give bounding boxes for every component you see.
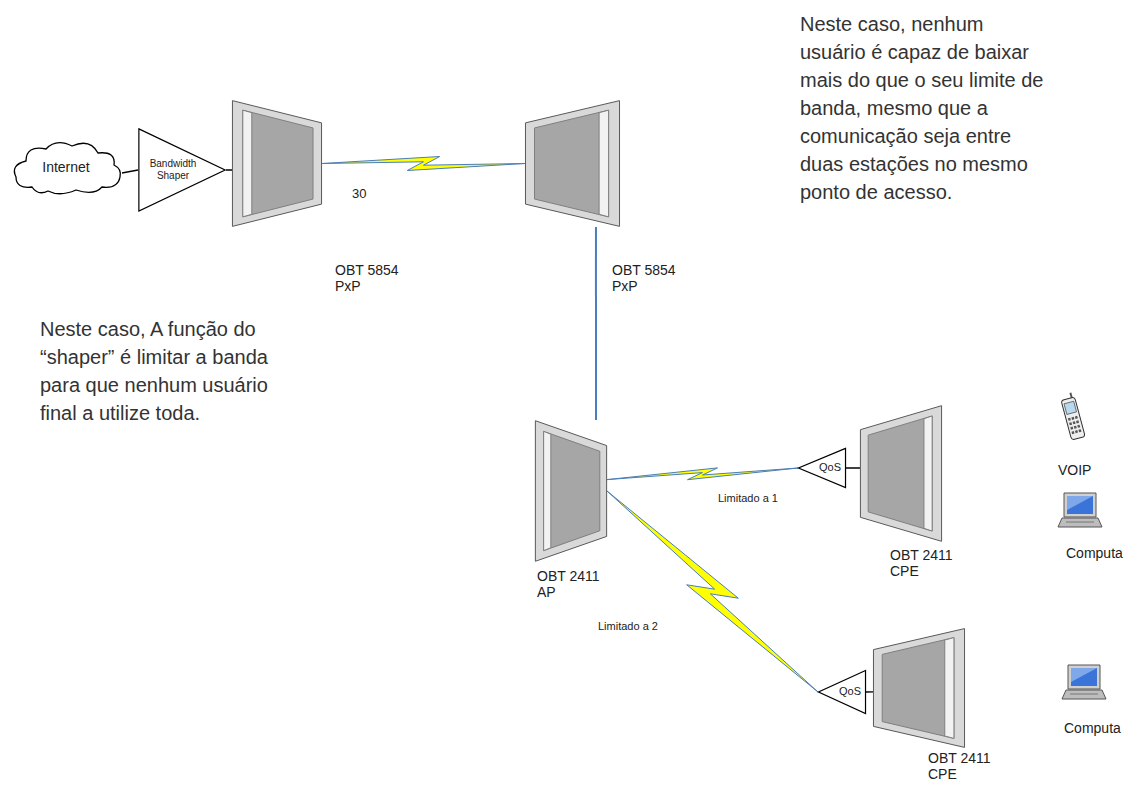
node-text: Internet bbox=[10, 159, 122, 175]
phone-icon: VOIP bbox=[1058, 393, 1088, 443]
antenna-face bbox=[535, 110, 609, 217]
phone-key bbox=[1068, 418, 1071, 421]
phone-key bbox=[1075, 430, 1078, 433]
triangle-outline bbox=[139, 129, 225, 211]
antenna-edge bbox=[599, 110, 609, 217]
wire-link bbox=[122, 170, 138, 173]
phone-key bbox=[1077, 425, 1080, 428]
node-text: QoS bbox=[836, 685, 864, 698]
device-label: OBT 5854 PxP bbox=[335, 262, 407, 294]
antenna-face bbox=[243, 110, 313, 217]
node-text: QoS bbox=[816, 461, 844, 474]
antenna-frame bbox=[860, 406, 941, 542]
device-label: OBT 2411 CPE bbox=[928, 750, 1000, 782]
laptop-icon: Computa bbox=[1062, 662, 1106, 704]
antenna-edge bbox=[243, 110, 252, 217]
phone-body bbox=[1060, 392, 1085, 440]
wireless-link bbox=[607, 491, 818, 692]
node-outline bbox=[525, 100, 620, 227]
phone-key bbox=[1076, 420, 1079, 423]
antenna-panel: OBT 2411 CPE bbox=[860, 405, 942, 542]
link-label: Limitado a 1 bbox=[716, 492, 780, 504]
node-outline bbox=[1058, 490, 1102, 532]
node-outline bbox=[860, 405, 942, 542]
node-outline bbox=[1058, 393, 1088, 443]
laptop-screen bbox=[1071, 668, 1097, 686]
note-text: Neste caso, A função do “shaper” é limit… bbox=[40, 315, 295, 427]
laptop-base bbox=[1058, 518, 1102, 527]
cable-link bbox=[595, 227, 597, 420]
link-label: Limitado a 2 bbox=[596, 620, 660, 632]
wire-link bbox=[846, 467, 860, 468]
device-label: OBT 2411 AP bbox=[537, 568, 609, 600]
device-label: VOIP bbox=[1058, 462, 1118, 478]
phone-key bbox=[1075, 416, 1078, 419]
antenna-frame bbox=[232, 101, 321, 227]
laptop-lid bbox=[1064, 493, 1096, 517]
device-label: OBT 5854 PxP bbox=[612, 262, 684, 294]
node-text: Bandwidth Shaper bbox=[145, 158, 201, 182]
antenna-edge bbox=[945, 638, 954, 739]
antenna-panel: OBT 2411 AP bbox=[535, 420, 607, 562]
wireless-link bbox=[607, 468, 798, 480]
node-outline bbox=[232, 100, 322, 227]
link-label: 30 bbox=[350, 186, 368, 201]
antenna-edge bbox=[544, 431, 551, 550]
laptop-lid bbox=[1068, 665, 1100, 689]
laptop-glare bbox=[1067, 496, 1093, 510]
antenna-panel: OBT 2411 CPE bbox=[873, 628, 965, 748]
triangle-outline bbox=[818, 670, 865, 713]
note-text: Neste caso, nenhum usuário é capaz de ba… bbox=[800, 10, 1045, 206]
phone-screen bbox=[1064, 401, 1077, 414]
shaper-triangle: Bandwidth Shaper bbox=[138, 128, 226, 212]
phone-case bbox=[1061, 397, 1085, 440]
laptop-icon: Computa bbox=[1058, 490, 1102, 532]
device-label: OBT 2411 CPE bbox=[890, 547, 962, 579]
phone-key bbox=[1071, 431, 1074, 434]
laptop-glare bbox=[1071, 668, 1097, 682]
wire-link bbox=[226, 169, 232, 170]
antenna-panel: OBT 5854 PxP bbox=[232, 100, 322, 227]
node-outline bbox=[535, 420, 607, 562]
phone-key bbox=[1070, 427, 1073, 430]
node-outline bbox=[873, 628, 965, 748]
antenna-frame bbox=[525, 101, 619, 227]
laptop-screen bbox=[1067, 496, 1093, 514]
phone-key bbox=[1071, 417, 1074, 420]
antenna-edge bbox=[924, 416, 932, 531]
device-label: Computa bbox=[1064, 720, 1136, 736]
wireless-link bbox=[322, 157, 525, 171]
qos-triangle: QoS bbox=[818, 670, 866, 714]
node-outline bbox=[1062, 662, 1106, 704]
antenna-face bbox=[882, 638, 954, 739]
qos-triangle: QoS bbox=[798, 448, 846, 488]
cloud-shape: Internet bbox=[10, 137, 122, 197]
phone-key bbox=[1078, 429, 1081, 432]
laptop-keys bbox=[1070, 694, 1098, 695]
antenna-panel: OBT 5854 PxP bbox=[525, 100, 620, 227]
phone-key bbox=[1069, 422, 1072, 425]
laptop-base bbox=[1062, 690, 1106, 699]
device-label: Computa bbox=[1066, 545, 1138, 561]
triangle-outline bbox=[798, 448, 845, 487]
antenna-frame bbox=[873, 629, 964, 748]
phone-key bbox=[1073, 421, 1076, 424]
laptop-keys bbox=[1066, 522, 1094, 523]
phone-key bbox=[1074, 426, 1077, 429]
antenna-face bbox=[868, 416, 932, 531]
antenna-face bbox=[544, 431, 600, 550]
wire-link bbox=[866, 691, 873, 692]
antenna-frame bbox=[535, 421, 606, 562]
